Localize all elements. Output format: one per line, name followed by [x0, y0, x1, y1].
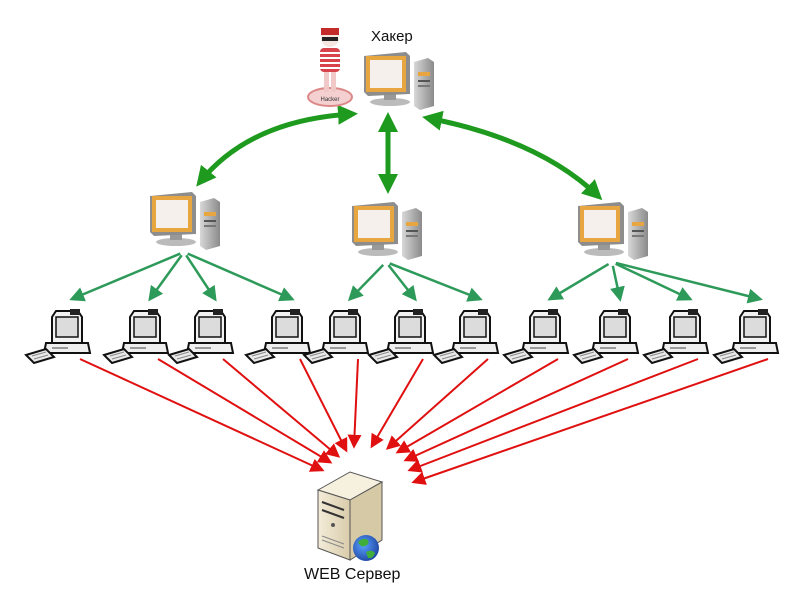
controller-computer-2: [352, 202, 422, 260]
controller-client-link-9: [610, 265, 625, 302]
client-server-attack-link-7: [385, 358, 489, 450]
controller-client-link-7: [389, 262, 483, 302]
zombie-computer-7: [433, 308, 499, 364]
zombie-computer-9: [573, 308, 639, 364]
client-server-attack-link-1: [79, 358, 325, 472]
hacker-badge: Hacker: [320, 97, 339, 103]
client-server-attack-link-4: [299, 358, 348, 453]
controller-client-link-5: [347, 263, 385, 302]
client-server-attack-link-10: [407, 358, 699, 473]
hacker-figure: Hacker: [307, 28, 353, 107]
zombie-computer-1: [25, 308, 91, 364]
zombie-computer-4: [245, 308, 311, 364]
client-server-attack-link-11: [411, 358, 769, 485]
client-server-attack-link-6: [370, 358, 424, 449]
zombie-computer-6: [368, 308, 434, 364]
controller-client-link-4: [187, 252, 295, 302]
zombie-computer-2: [103, 308, 169, 364]
controller-client-link-11: [615, 261, 763, 304]
controller-client-link-8: [547, 262, 610, 301]
hacker-controller-link-1: [196, 104, 358, 187]
controller-client-link-1: [69, 252, 181, 302]
zombie-computer-8: [503, 308, 569, 364]
client-server-attack-link-2: [157, 358, 333, 464]
hacker-computer: [364, 52, 434, 110]
controller-computer-3: [578, 202, 648, 260]
controller-client-link-2: [148, 254, 183, 302]
client-server-attack-link-3: [222, 358, 341, 458]
hacker-label: Хакер: [371, 28, 413, 45]
web-server: [316, 471, 384, 561]
controller-client-link-6: [387, 264, 417, 302]
globe-icon: [353, 535, 379, 561]
client-server-attack-link-9: [403, 358, 629, 462]
edges-layer: [69, 104, 769, 485]
zombie-computer-5: [303, 308, 369, 364]
hacker-controller-link-3: [422, 110, 603, 201]
controller-client-link-10: [615, 262, 693, 301]
controller-computer-1: [150, 192, 220, 250]
zombie-computer-11: [713, 308, 779, 364]
zombie-computer-3: [168, 308, 234, 364]
zombie-computer-10: [643, 308, 709, 364]
client-server-attack-link-8: [395, 358, 559, 454]
server-label: WEB Сервер: [304, 566, 401, 583]
controller-client-link-3: [185, 254, 217, 302]
nodes-layer: Hacker: [25, 28, 779, 561]
client-server-attack-link-5: [347, 358, 362, 449]
